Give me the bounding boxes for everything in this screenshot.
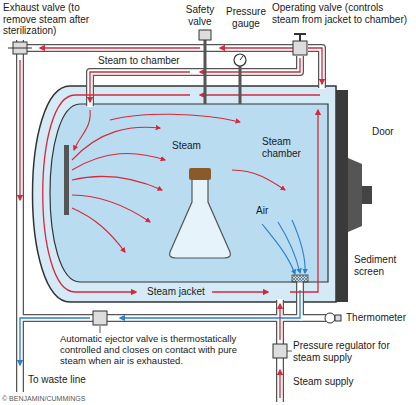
steam-arrow [72,110,285,252]
steam-arrow [72,176,162,190]
exhaust-valve [8,48,32,49]
region-label: Steam [172,140,212,152]
part-label: Operating valve (controls steam from jac… [272,2,412,25]
pipe [90,56,300,107]
pressure-gauge [239,66,242,104]
thermometer [335,315,341,321]
part-label: Pressure regulator for steam supply [293,340,413,363]
pipe [300,314,326,322]
steam-arrow [74,110,90,150]
air-arrow [292,220,305,273]
baffle-plate [64,145,69,215]
ejector-valve [93,311,107,325]
steam-flow-arrow [20,48,322,398]
part-label: Steam to chamber [98,55,188,67]
pressure-gauge [234,54,246,104]
operating-valve [299,34,301,41]
steam-flow-arrow [90,72,190,102]
steam-flow-arrow [308,48,322,84]
part-label: Safety valve [180,4,220,27]
pressure-regulator [273,344,292,358]
operating-valve [293,34,307,55]
steam-arrow [72,153,165,170]
pipe [20,282,300,318]
steam-arrow [232,170,285,190]
ejector-valve [93,311,107,333]
pipe [20,40,326,402]
steam-flow-arrow [40,47,200,48]
pipe [20,45,300,51]
part-label: To waste line [28,374,103,386]
pipe [308,48,322,89]
flask [189,168,211,180]
part-label: Pressure gauge [222,6,270,29]
steam-flow-arrow [200,94,320,95]
steam-flow-arrow [220,47,300,48]
pressure-regulator [287,351,292,352]
pressure-gauge [234,54,246,66]
sediment-screen [292,275,308,282]
part-label: Steam supply [293,376,393,388]
part-label: Exhaust valve (to remove steam after ste… [3,2,108,37]
copyright: © BENJAMIN/CUMMINGS [2,395,152,403]
baffle-plate [64,145,69,215]
safety-valve [204,40,207,104]
steam-jacket [33,86,337,302]
pressure-regulator [273,344,287,358]
steam-chamber [50,104,328,282]
region-label: Steam chamber [262,136,324,159]
steam-arrow [72,208,125,252]
door [362,186,372,204]
door [348,158,362,232]
safety-valve [199,30,211,104]
flask [170,178,231,258]
steam-flow-arrow [43,95,190,292]
part-label: Sediment screen [354,254,412,277]
sediment-screen [292,275,308,282]
operating-valve [294,33,306,35]
pipe [20,40,326,402]
pipe [20,40,326,402]
pipe [308,48,322,88]
steam-arrow [110,114,240,122]
air-arrow [262,220,305,274]
steam-arrow [72,195,150,222]
steam-flow-arrow [290,110,318,292]
door [336,90,348,302]
pressure-gauge [240,56,243,60]
operating-valve [293,41,307,55]
steam-flow-arrow [279,304,280,340]
region-label: Steam jacket [143,286,209,298]
flow-label: Air [256,205,280,217]
steam-flow-arrow [19,60,20,200]
thermometer [325,313,335,323]
flask [170,168,231,258]
pipe [300,315,326,321]
pipe [90,56,300,106]
pipe [20,281,300,318]
air-arrow [278,222,300,273]
steam-flow-arrow [200,58,300,72]
part-label: Thermometer [346,312,412,324]
thermometer [325,313,341,323]
steam-flow-arrow [212,291,268,292]
safety-valve [199,30,211,40]
steam-chamber [50,104,328,282]
steam-flow-arrow [279,370,280,398]
part-label: Door [372,126,412,138]
note-label: Automatic ejector valve is thermostatica… [60,334,245,367]
ejector-valve [100,326,101,333]
air-arrow [262,224,295,274]
steam-jacket [33,86,337,302]
air-flow-arrow [120,290,300,318]
exhaust-valve [8,42,32,54]
pipe [20,44,300,52]
